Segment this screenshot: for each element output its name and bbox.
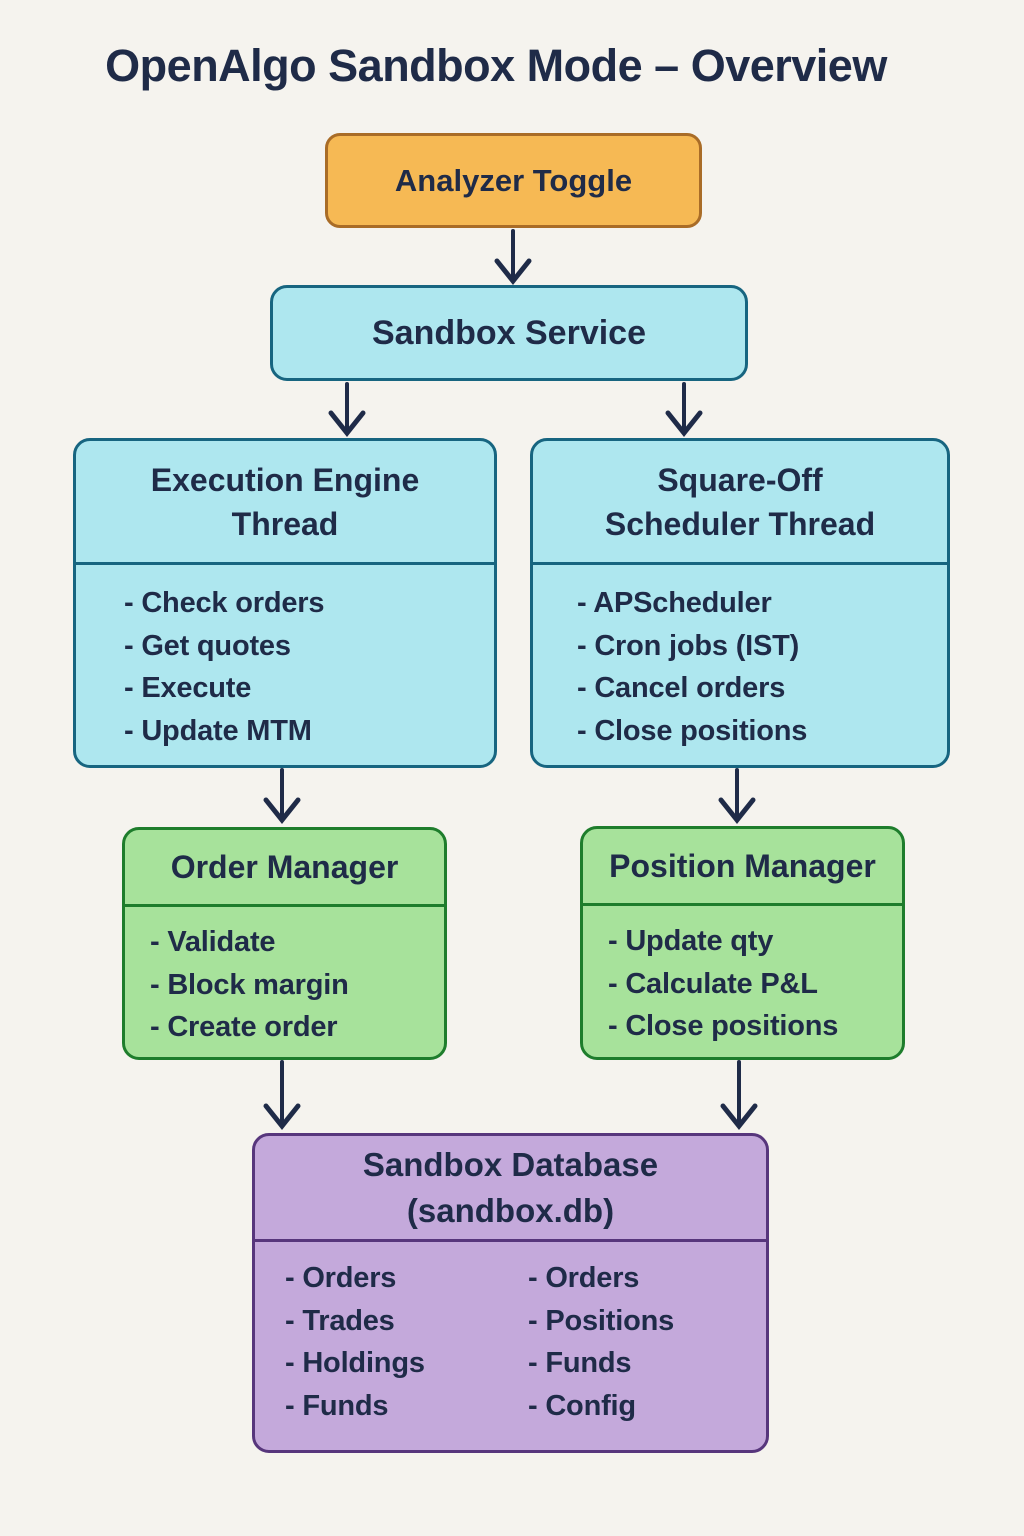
arrow-order-manager-to-database-icon bbox=[263, 1060, 301, 1131]
arrow-service-to-execution-icon bbox=[328, 382, 366, 438]
sandbox-database-items: - Orders - Trades - Holdings - Funds - O… bbox=[255, 1242, 766, 1450]
squareoff-scheduler-thread-title: Square-Off Scheduler Thread bbox=[533, 441, 947, 565]
execution-engine-thread-title: Execution Engine Thread bbox=[76, 441, 494, 565]
position-manager-items: - Update qty - Calculate P&L - Close pos… bbox=[583, 906, 902, 1057]
list-item: - Calculate P&L bbox=[608, 967, 818, 1000]
analyzer-toggle-box: Analyzer Toggle bbox=[325, 133, 702, 228]
list-item: - APScheduler bbox=[577, 587, 772, 619]
list-item: - Cron jobs (IST) bbox=[577, 629, 800, 662]
title-line: Order Manager bbox=[170, 848, 399, 885]
list-item: - Orders bbox=[285, 1262, 397, 1294]
analyzer-toggle-label: Analyzer Toggle bbox=[394, 162, 633, 198]
title-line: Position Manager bbox=[609, 847, 876, 884]
list-item: - Update qty bbox=[608, 925, 774, 957]
list-item: - Funds bbox=[528, 1347, 632, 1379]
title-line: Execution Engine bbox=[150, 461, 420, 498]
list-item: - Holdings bbox=[285, 1347, 425, 1379]
arrow-service-to-squareoff-icon bbox=[665, 382, 703, 438]
arrow-execution-to-order-manager-icon bbox=[263, 768, 301, 825]
list-item: - Orders bbox=[528, 1262, 640, 1294]
list-item: - Close positions bbox=[577, 714, 808, 747]
position-manager-title: Position Manager bbox=[583, 829, 902, 906]
sandbox-service-label: Sandbox Service bbox=[371, 313, 646, 352]
title-line: Thread bbox=[231, 505, 339, 542]
order-manager-title: Order Manager bbox=[125, 830, 444, 907]
list-item: - Cancel orders bbox=[577, 672, 786, 704]
squareoff-scheduler-thread-items: - APScheduler - Cron jobs (IST) - Cancel… bbox=[533, 565, 947, 765]
title-line: Sandbox Database bbox=[362, 1145, 659, 1183]
list-item: - Close positions bbox=[608, 1010, 839, 1042]
list-item: - Validate bbox=[150, 926, 276, 958]
sandbox-service-box: Sandbox Service bbox=[270, 285, 748, 381]
page-title: OpenAlgo Sandbox Mode – Overview bbox=[105, 40, 887, 91]
title-line: Square-Off bbox=[657, 461, 823, 498]
arrow-analyzer-to-service-icon bbox=[494, 229, 532, 286]
arrow-squareoff-to-position-manager-icon bbox=[718, 768, 756, 825]
list-item: - Create order bbox=[150, 1011, 338, 1043]
list-item: - Funds bbox=[285, 1389, 389, 1422]
list-item: - Trades bbox=[285, 1304, 395, 1337]
execution-engine-thread-box: Execution Engine Thread - Check orders -… bbox=[73, 438, 497, 768]
database-items-left-column: - Orders - Trades - Holdings - Funds bbox=[285, 1257, 528, 1450]
list-item: - Get quotes bbox=[124, 629, 291, 662]
position-manager-box: Position Manager - Update qty - Calculat… bbox=[580, 826, 905, 1060]
order-manager-items: - Validate - Block margin - Create order bbox=[125, 907, 444, 1057]
order-manager-box: Order Manager - Validate - Block margin … bbox=[122, 827, 447, 1060]
squareoff-scheduler-thread-box: Square-Off Scheduler Thread - APSchedule… bbox=[530, 438, 950, 768]
list-item: - Config bbox=[528, 1389, 636, 1422]
list-item: - Check orders bbox=[124, 587, 325, 619]
subtitle-line: (sandbox.db) bbox=[406, 1191, 615, 1229]
sandbox-database-title: Sandbox Database (sandbox.db) bbox=[255, 1136, 766, 1242]
list-item: - Execute bbox=[124, 672, 252, 704]
execution-engine-thread-items: - Check orders - Get quotes - Execute - … bbox=[76, 565, 494, 765]
database-items-right-column: - Orders - Positions - Funds - Config bbox=[528, 1257, 760, 1450]
list-item: - Positions bbox=[528, 1304, 675, 1337]
arrow-position-manager-to-database-icon bbox=[720, 1060, 758, 1131]
title-line: Scheduler Thread bbox=[604, 505, 876, 542]
list-item: - Update MTM bbox=[124, 714, 312, 747]
sandbox-database-box: Sandbox Database (sandbox.db) - Orders -… bbox=[252, 1133, 769, 1453]
list-item: - Block margin bbox=[150, 968, 349, 1001]
